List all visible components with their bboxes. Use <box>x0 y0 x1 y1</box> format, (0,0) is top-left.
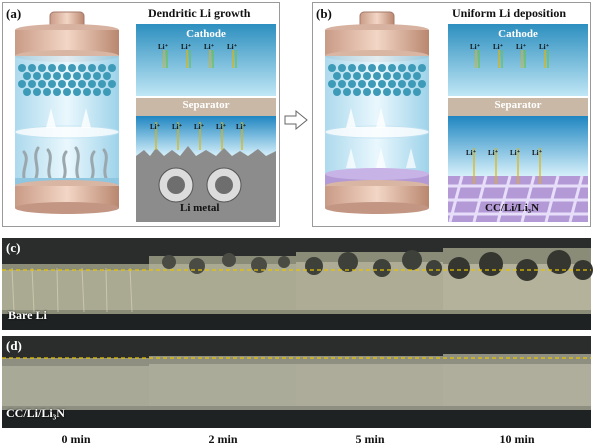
photo-cc-li-li3n-0min <box>2 336 149 428</box>
transition-arrow-icon <box>284 109 308 131</box>
row-c-sample-label: Bare Li <box>8 308 47 322</box>
panel-a-title: Dendritic Li growth <box>148 6 251 20</box>
photo-bare-li-10min <box>443 238 593 330</box>
photo-cc-li-li3n-5min <box>296 336 443 428</box>
time-label-2: 5 min <box>355 432 385 446</box>
dendritic-schematic <box>136 24 276 222</box>
panel-a-anode-label: Li metal <box>180 202 220 214</box>
cathode-particles <box>18 64 116 96</box>
panel-a-li-ion: Li⁺ <box>150 123 161 131</box>
row-c-label: (c) <box>6 240 21 255</box>
panel-b-li-ion: Li⁺ <box>532 149 543 157</box>
row-d-label: (d) <box>6 338 22 353</box>
cathode-particles <box>328 64 426 96</box>
panel-b-cathode-label: Cathode <box>498 28 538 40</box>
panel-b-li-ion: Li⁺ <box>493 43 504 51</box>
panel-a-li-ion: Li⁺ <box>158 43 169 51</box>
panel-b-title: Uniform Li deposition <box>452 6 567 20</box>
uniform-schematic <box>448 24 588 223</box>
panel-b-li-ion: Li⁺ <box>470 43 481 51</box>
time-label-1: 2 min <box>208 432 238 446</box>
panel-a-li-ion: Li⁺ <box>204 43 215 51</box>
panel-b-li-ion: Li⁺ <box>516 43 527 51</box>
time-label-3: 10 min <box>499 432 535 446</box>
battery-uniform-illustration <box>324 11 430 214</box>
panel-a-li-ion: Li⁺ <box>194 123 205 131</box>
panel-a-li-ion: Li⁺ <box>181 43 192 51</box>
row-d-sample-label: CC/Li/Li₃N <box>6 406 65 420</box>
photo-cc-li-li3n-10min <box>443 336 591 428</box>
dendrites <box>22 146 108 180</box>
photo-bare-li-2min <box>149 238 296 330</box>
time-label-0: 0 min <box>61 432 91 446</box>
panel-b-li-ion: Li⁺ <box>510 149 521 157</box>
photo-bare-li-5min <box>296 238 443 330</box>
row-d-photos <box>2 336 591 428</box>
panel-a-li-ion: Li⁺ <box>172 123 183 131</box>
guide-line-c <box>2 269 591 271</box>
panel-a-li-ion: Li⁺ <box>216 123 227 131</box>
panel-a-separator-label: Separator <box>182 99 230 111</box>
panel-a-li-ion: Li⁺ <box>227 43 238 51</box>
photo-cc-li-li3n-2min <box>149 336 296 428</box>
guide-line-d <box>2 357 591 359</box>
panel-b-anode-label: CC/Li/Li₃N <box>485 202 540 214</box>
row-c-photos <box>2 238 593 330</box>
panel-a-label: (a) <box>6 6 22 21</box>
panel-b-separator-label: Separator <box>494 99 542 111</box>
panel-b-li-ion: Li⁺ <box>488 149 499 157</box>
battery-dendritic-illustration <box>14 11 120 214</box>
panel-a-li-ion: Li⁺ <box>236 123 247 131</box>
panel-b-li-ion: Li⁺ <box>466 149 477 157</box>
panel-a-cathode-label: Cathode <box>186 28 226 40</box>
panel-b-li-ion: Li⁺ <box>539 43 550 51</box>
panel-b-label: (b) <box>316 6 332 21</box>
photo-bare-li-0min <box>2 238 149 330</box>
